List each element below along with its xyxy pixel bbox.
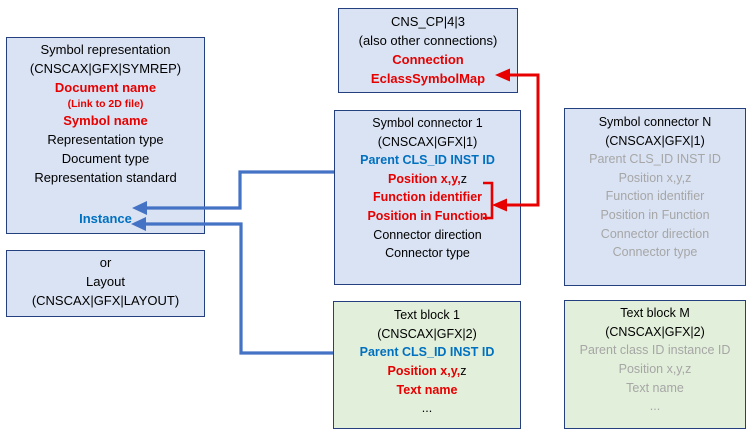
field-connector-type: Connector type [612,245,698,260]
field-position-suffix: z [460,171,467,186]
field-text-name: Text name [396,382,458,397]
box-title: Layout [85,274,126,289]
box-symbol-representation: Symbol representation (CNSCAX|GFX|SYMREP… [6,37,205,234]
box-title: Text block 1 [393,308,460,322]
box-layout-alternative: or Layout (CNSCAX|GFX|LAYOUT) [6,250,205,317]
field-representation-type: Representation type [47,132,164,147]
box-subtitle: (CNSCAX|GFX|2) [377,326,477,341]
field-position-in-function: Position in Function [600,207,710,222]
field-function-identifier: Function identifier [605,189,705,204]
field-position-red: Position x,y, [387,364,461,379]
field-function-identifier: Function identifier [372,190,483,205]
box-symbol-connector-1: Symbol connector 1 (CNSCAX|GFX|1) Parent… [334,110,521,285]
field-document-type: Document type [61,151,150,166]
box-text-block-m: Text block M (CNSCAX|GFX|2) Parent class… [564,300,746,429]
field-position-in-function: Position in Function [367,208,488,223]
field-position: Position x,y,z [618,170,692,185]
field-connection: Connection [392,52,464,67]
box-cns-cp: CNS_CP|4|3 (also other connections) Conn… [338,8,518,93]
field-connector-type: Connector type [385,246,470,261]
field-position: Position x,y,z [334,362,520,381]
field-text-name: Text name [626,380,684,395]
field-ellipsis: ... [649,399,661,414]
field-link-note: (Link to 2D file) [67,98,144,110]
box-title: Symbol connector 1 [372,116,483,130]
box-title: Symbol connector N [598,115,712,129]
box-subtitle: (CNSCAX|GFX|2) [605,324,705,339]
box-subtitle: (also other connections) [358,33,498,48]
field-eclass-symbol-map: EclassSymbolMap [370,71,486,86]
box-text-block-1: Text block 1 (CNSCAX|GFX|2) Parent CLS_I… [333,301,521,429]
box-symbol-connector-n: Symbol connector N (CNSCAX|GFX|1) Parent… [564,108,746,286]
field-instance: Instance [79,211,132,226]
box-title: Symbol representation [40,42,171,57]
field-parent-cls-id: Parent CLS_ID INST ID [589,152,721,167]
box-subtitle: (CNSCAX|GFX|1) [377,134,478,149]
field-position: Position x,y,z [618,362,692,377]
box-subtitle: (CNSCAX|GFX|LAYOUT) [31,293,180,308]
field-document-name: Document name [54,80,157,95]
field-parent-cls-id: Parent CLS_ID INST ID [360,153,495,168]
field-position-suffix: z [460,364,467,379]
field-parent-cls-id: Parent CLS_ID INST ID [359,345,495,360]
or-label: or [99,255,112,270]
field-symbol-name: Symbol name [63,113,148,128]
box-title: CNS_CP|4|3 [391,14,465,29]
spacer [7,187,204,209]
field-parent-cls-id: Parent class ID instance ID [579,343,731,358]
field-representation-standard: Representation standard [34,170,177,185]
field-connector-direction: Connector direction [373,227,482,242]
box-subtitle: (CNSCAX|GFX|1) [605,133,705,148]
box-title: Text block M [620,306,690,320]
field-connector-direction: Connector direction [600,226,710,241]
field-ellipsis: ... [421,401,433,416]
field-position-red: Position x,y, [388,171,461,186]
field-position: Position x,y,z [335,170,520,189]
box-subtitle: (CNSCAX|GFX|SYMREP) [29,61,182,76]
